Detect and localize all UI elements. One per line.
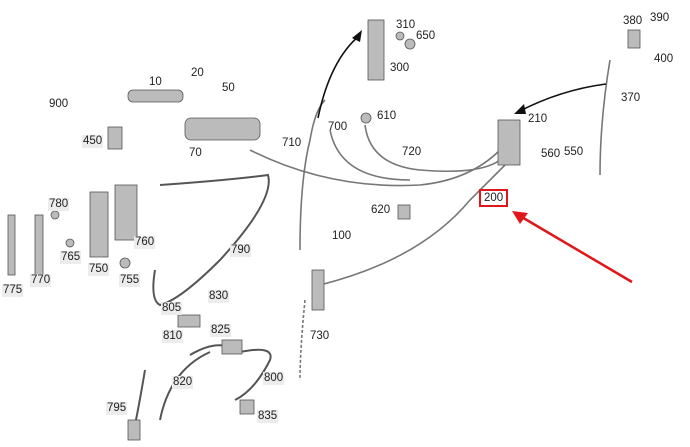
lock-760 — [114, 184, 138, 241]
part-label-720[interactable]: 720 — [402, 146, 422, 158]
part-795-end — [127, 419, 141, 441]
cable-610 — [364, 124, 501, 173]
cable-790 — [152, 173, 270, 307]
part-label-300[interactable]: 300 — [390, 62, 410, 74]
part-label-775[interactable]: 775 — [2, 284, 24, 297]
part-label-50[interactable]: 50 — [222, 82, 235, 94]
highlighted-part-label[interactable]: 200 — [479, 189, 509, 207]
part-label-450[interactable]: 450 — [82, 135, 104, 148]
cable-720 — [249, 149, 501, 187]
part-label-730[interactable]: 730 — [310, 330, 330, 342]
part-label-20[interactable]: 20 — [191, 67, 204, 79]
part-label-550[interactable]: 550 — [564, 146, 584, 158]
part-label-820[interactable]: 820 — [172, 376, 194, 389]
part-label-800[interactable]: 800 — [263, 372, 285, 385]
part-label-770[interactable]: 770 — [30, 274, 52, 287]
cable-730 — [299, 299, 306, 381]
part-650 — [404, 38, 416, 50]
cable-710 — [299, 99, 326, 251]
arrow-head-1 — [352, 30, 362, 42]
part-label-70[interactable]: 70 — [189, 147, 202, 159]
part-label-620[interactable]: 620 — [371, 204, 391, 216]
part-label-10[interactable]: 10 — [149, 76, 162, 88]
part-label-560[interactable]: 560 — [541, 148, 561, 160]
part-620 — [397, 204, 411, 220]
cable-370 — [599, 59, 611, 176]
handle-10 — [127, 89, 184, 103]
part-label-210[interactable]: 210 — [528, 113, 548, 125]
part-label-790[interactable]: 790 — [230, 244, 252, 257]
part-label-760[interactable]: 760 — [134, 236, 156, 249]
arrow-head-2 — [514, 104, 526, 114]
part-835 — [239, 399, 255, 415]
part-610 — [360, 112, 372, 124]
part-label-700[interactable]: 700 — [328, 121, 348, 133]
red-pointer-arrow — [519, 214, 633, 284]
lock-210 — [497, 119, 521, 166]
part-label-765[interactable]: 765 — [60, 251, 82, 264]
part-label-390[interactable]: 390 — [650, 12, 670, 24]
part-380 — [627, 29, 641, 49]
part-label-750[interactable]: 750 — [88, 263, 110, 276]
bracket-300 — [367, 19, 385, 81]
part-775 — [7, 214, 16, 276]
part-label-100[interactable]: 100 — [332, 230, 352, 242]
part-label-755[interactable]: 755 — [119, 274, 141, 287]
part-label-830[interactable]: 830 — [208, 290, 230, 303]
part-label-650[interactable]: 650 — [416, 30, 436, 42]
cable-200 — [319, 164, 506, 286]
arrow-curve-2 — [517, 83, 607, 113]
part-310 — [395, 31, 405, 41]
part-100 — [311, 269, 325, 311]
part-label-810[interactable]: 810 — [162, 330, 184, 343]
cable-700 — [329, 129, 411, 181]
part-750 — [89, 191, 109, 258]
cable-795 — [134, 369, 146, 426]
part-755 — [119, 257, 131, 269]
part-label-400[interactable]: 400 — [654, 53, 674, 65]
part-label-370[interactable]: 370 — [621, 92, 641, 104]
part-label-780[interactable]: 780 — [48, 198, 70, 211]
part-label-610[interactable]: 610 — [377, 110, 397, 122]
part-770 — [34, 214, 44, 276]
arrow-curve-1 — [317, 34, 361, 119]
part-765 — [65, 238, 75, 248]
handle-70 — [184, 117, 261, 141]
part-label-710[interactable]: 710 — [282, 137, 302, 149]
part-label-795[interactable]: 795 — [106, 402, 128, 415]
part-label-825[interactable]: 825 — [210, 324, 232, 337]
part-800-box — [221, 339, 243, 355]
part-label-805[interactable]: 805 — [161, 302, 183, 315]
part-label-835[interactable]: 835 — [257, 410, 279, 423]
part-label-310[interactable]: 310 — [396, 19, 416, 31]
part-450 — [107, 126, 123, 150]
part-label-380[interactable]: 380 — [623, 15, 643, 27]
red-arrow-head — [512, 211, 528, 224]
part-780 — [50, 210, 60, 220]
part-label-900[interactable]: 900 — [49, 98, 69, 110]
part-810 — [177, 314, 201, 328]
